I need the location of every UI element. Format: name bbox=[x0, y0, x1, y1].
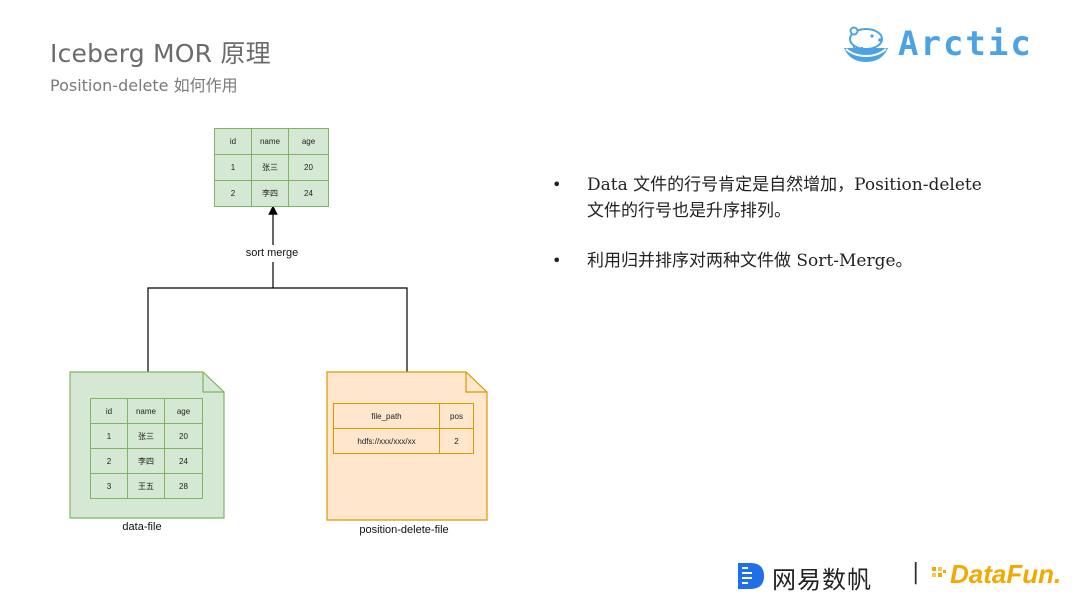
table-cell: 李四 bbox=[251, 180, 289, 207]
merged-table: id name age 1 张三 20 2 李四 24 bbox=[214, 128, 329, 207]
table-cell: 2 bbox=[439, 428, 474, 454]
table-header-cell: age bbox=[164, 398, 203, 424]
table-row: 2 李四 24 bbox=[214, 180, 329, 207]
table-cell: 20 bbox=[164, 423, 203, 449]
sort-merge-label: sort merge bbox=[245, 247, 299, 259]
arctic-logo-text: Arctic bbox=[898, 24, 1033, 64]
position-delete-file-fold bbox=[465, 372, 487, 393]
position-delete-file-label: position-delete-file bbox=[359, 524, 449, 536]
netease-logo-text: 网易数帆 bbox=[772, 566, 872, 594]
table-cell: 2 bbox=[90, 448, 128, 474]
datafun-logo-text: DataFun. bbox=[950, 559, 1062, 589]
data-file-table: id name age 1 张三 20 2 李四 24 3 王五 28 bbox=[90, 398, 203, 499]
table-cell: 28 bbox=[164, 473, 203, 499]
table-header-cell: file_path bbox=[333, 403, 440, 429]
position-delete-table: file_path pos hdfs://xxx/xxx/xx 2 bbox=[333, 403, 474, 454]
merge-connector bbox=[147, 287, 408, 372]
data-file-fold bbox=[202, 372, 224, 393]
table-header-row: id name age bbox=[90, 398, 203, 424]
table-row: 3 王五 28 bbox=[90, 473, 203, 499]
table-row: hdfs://xxx/xxx/xx 2 bbox=[333, 428, 474, 454]
table-cell: 3 bbox=[90, 473, 128, 499]
table-header-cell: name bbox=[127, 398, 165, 424]
table-cell: hdfs://xxx/xxx/xx bbox=[333, 428, 440, 454]
table-row: 1 张三 20 bbox=[214, 154, 329, 181]
table-cell: 李四 bbox=[127, 448, 165, 474]
table-header-row: file_path pos bbox=[333, 403, 474, 429]
bullet-dot-icon: • bbox=[552, 175, 562, 194]
arctic-logo: Arctic bbox=[840, 18, 1040, 70]
bullet-item: • 利用归并排序对两种文件做 Sort-Merge。 bbox=[550, 248, 990, 274]
table-header-cell: pos bbox=[439, 403, 474, 429]
bullet-dot-icon: • bbox=[552, 251, 562, 270]
table-cell: 1 bbox=[214, 154, 252, 181]
bullet-text: 利用归并排序对两种文件做 Sort-Merge。 bbox=[587, 251, 913, 271]
table-row: 1 张三 20 bbox=[90, 423, 203, 449]
table-header-cell: id bbox=[214, 128, 252, 155]
footer-logos: 网易数帆 | DataFun. bbox=[736, 556, 1066, 596]
polar-bear-icon bbox=[844, 26, 888, 62]
table-cell: 2 bbox=[214, 180, 252, 207]
table-cell: 24 bbox=[288, 180, 329, 207]
table-header-cell: id bbox=[90, 398, 128, 424]
table-cell: 24 bbox=[164, 448, 203, 474]
data-file-label: data-file bbox=[122, 521, 162, 533]
table-header-cell: name bbox=[251, 128, 289, 155]
table-header-row: id name age bbox=[214, 128, 329, 155]
bullet-list: • Data 文件的行号肯定是自然增加，Position-delete文件的行号… bbox=[550, 172, 990, 298]
table-cell: 张三 bbox=[251, 154, 289, 181]
bullet-text: Data 文件的行号肯定是自然增加，Position-delete文件的行号也是… bbox=[587, 175, 982, 221]
table-cell: 20 bbox=[288, 154, 329, 181]
table-cell: 1 bbox=[90, 423, 128, 449]
footer-separator: | bbox=[912, 560, 920, 585]
table-cell: 张三 bbox=[127, 423, 165, 449]
page-subtitle: Position-delete 如何作用 bbox=[50, 76, 238, 95]
page-title: Iceberg MOR 原理 bbox=[50, 39, 271, 68]
netease-logo-icon bbox=[738, 563, 764, 589]
table-row: 2 李四 24 bbox=[90, 448, 203, 474]
table-header-cell: age bbox=[288, 128, 329, 155]
table-cell: 王五 bbox=[127, 473, 165, 499]
datafun-dots-icon bbox=[932, 567, 946, 577]
bullet-item: • Data 文件的行号肯定是自然增加，Position-delete文件的行号… bbox=[550, 172, 990, 224]
